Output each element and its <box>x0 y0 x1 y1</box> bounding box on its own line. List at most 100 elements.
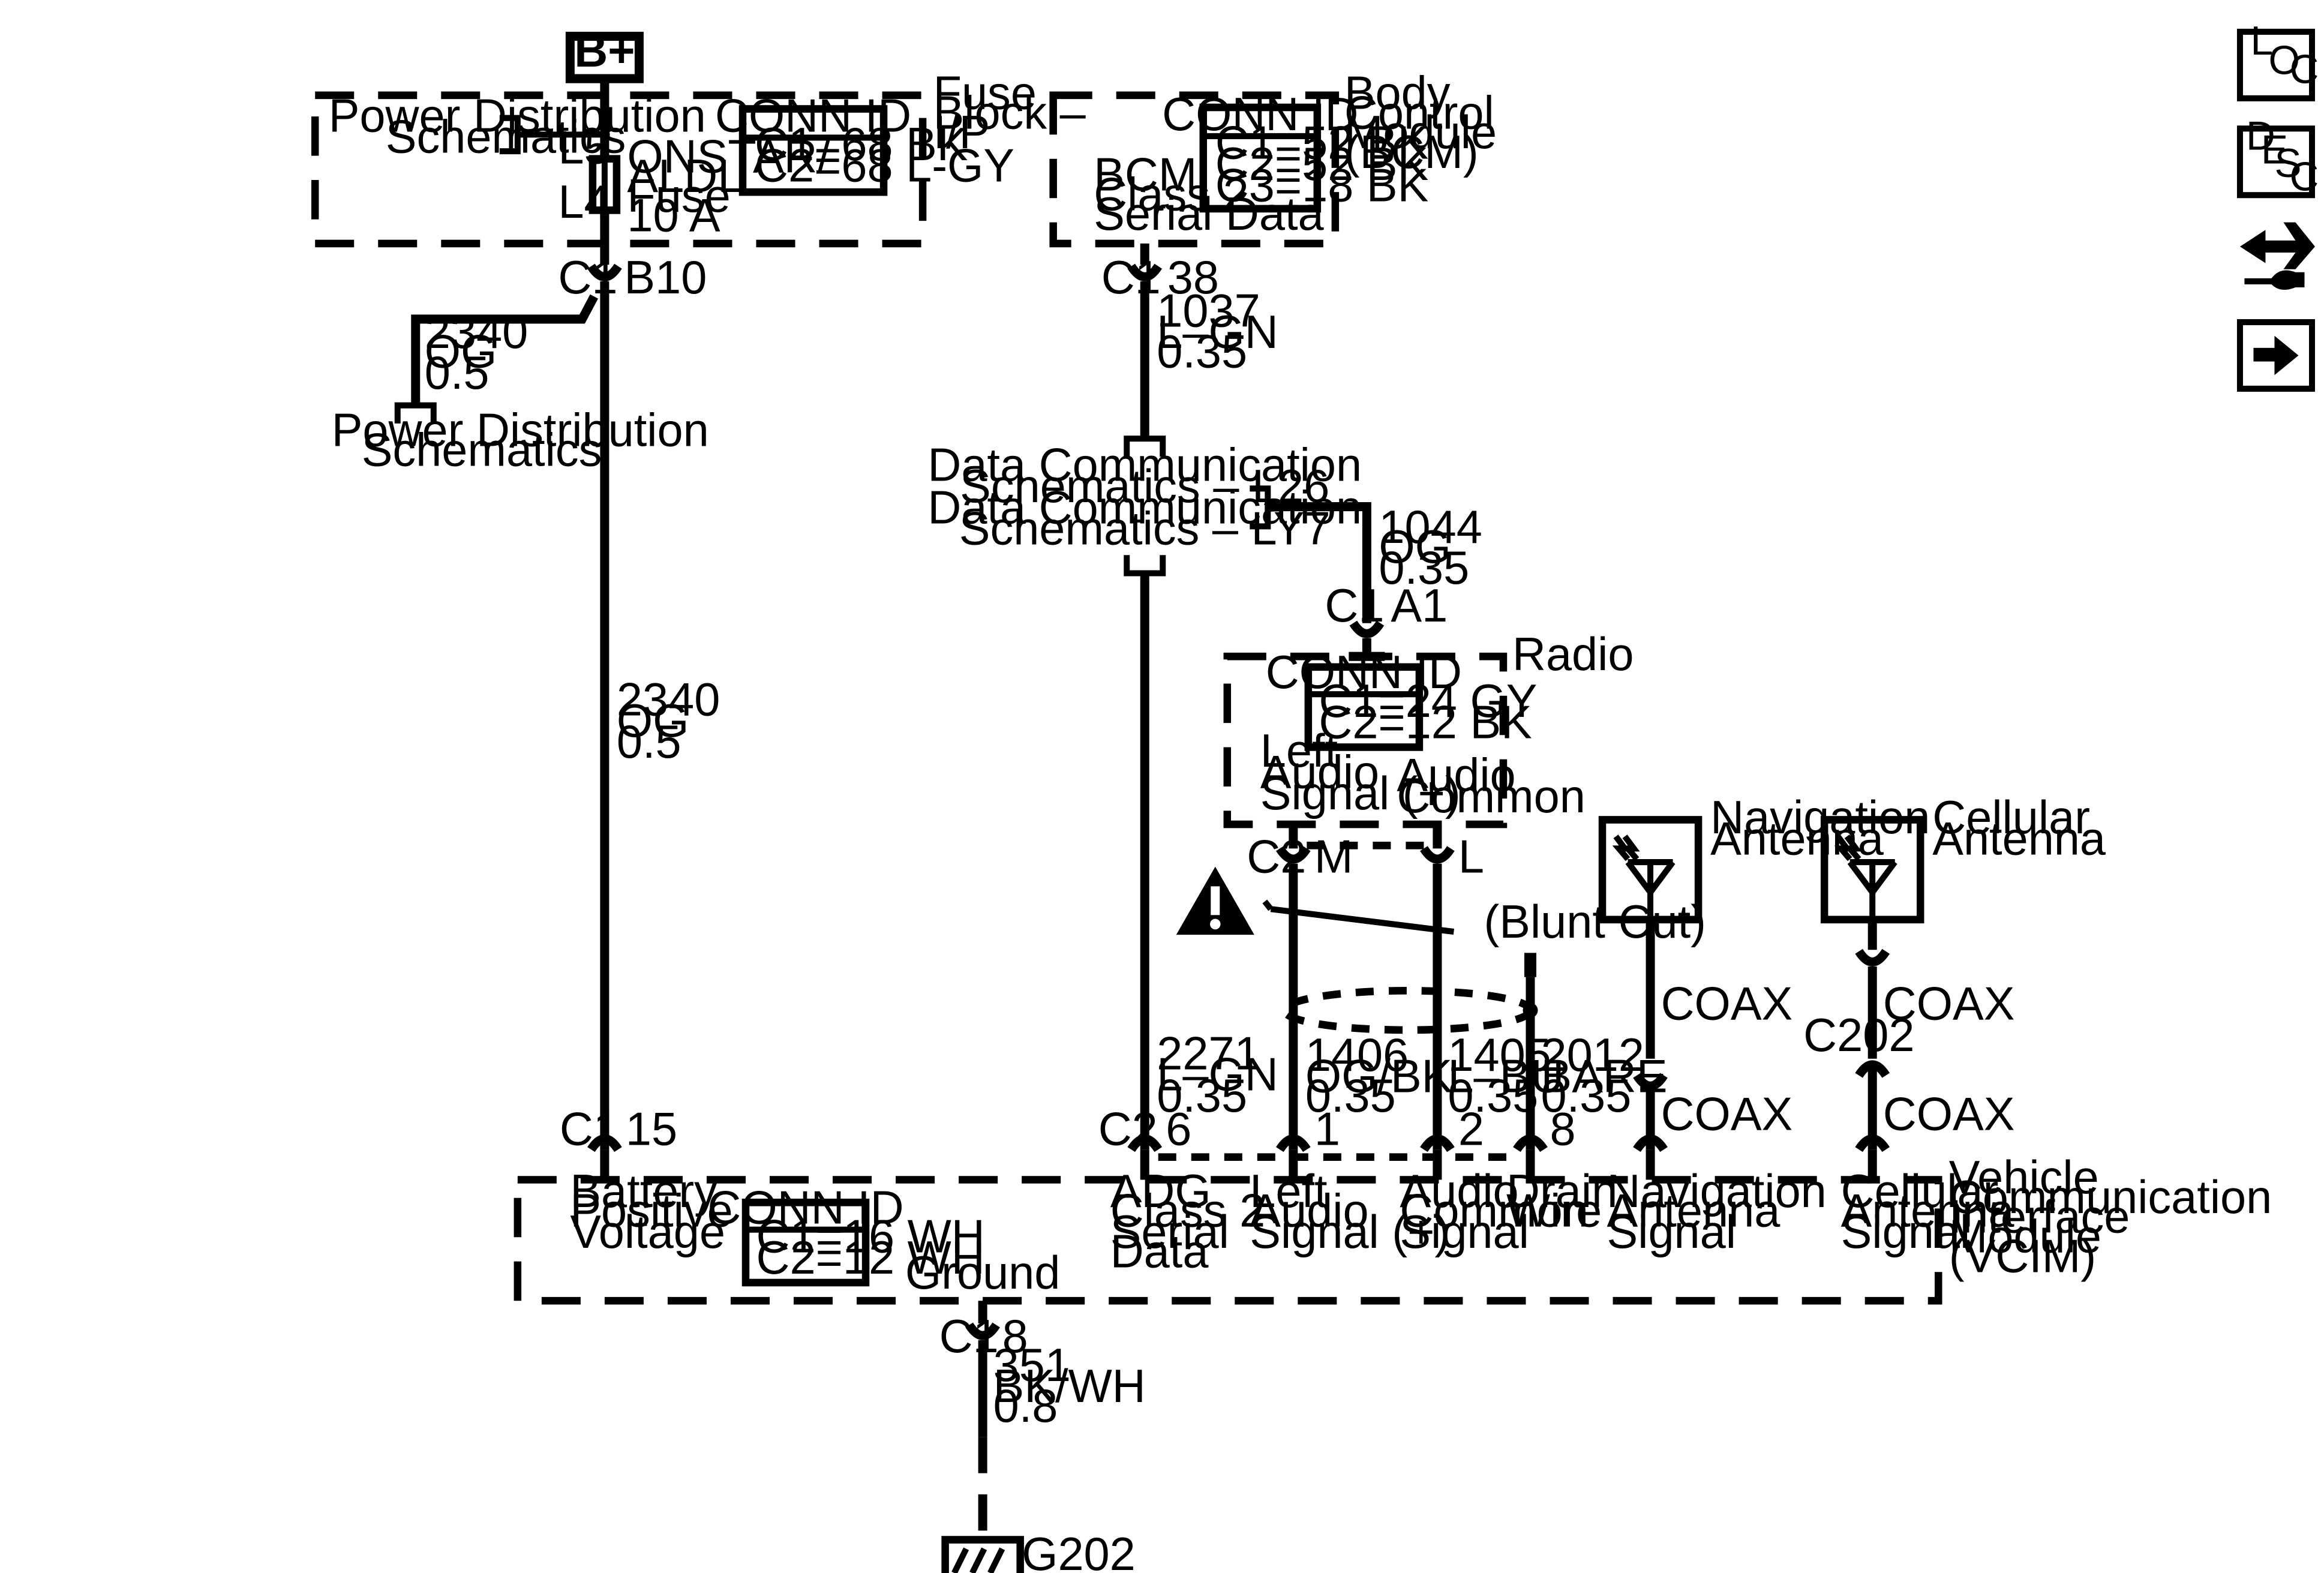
fuse-conn-c2: C2=68 L-GY <box>755 140 1014 191</box>
vcim-audio-common-1: Audio <box>1400 1166 1518 1217</box>
next-page-button[interactable] <box>2236 319 2315 392</box>
wire-2012-3: 0.35 <box>1541 1070 1631 1122</box>
vcim-wire-2: L–GN <box>1157 1049 1278 1100</box>
fuse-label-4: 10 A <box>627 190 720 241</box>
vcim-pin-8: 8 <box>1550 1103 1576 1155</box>
bcm-signal-1: BCM <box>1094 149 1197 200</box>
radio-conn-c1: C1=24 GY <box>1319 676 1537 727</box>
ground-name: G202 <box>1022 1529 1136 1573</box>
ground-symbol-icon <box>941 1536 1024 1573</box>
vcim-left-audio-3: Signal (+) <box>1250 1206 1450 1258</box>
vcim-adg-4: Data <box>1110 1226 1209 1277</box>
radio-common-1: Audio <box>1397 749 1515 801</box>
bcm-conn-c1: C1=52 BK <box>1215 117 1429 169</box>
bcm-conn-c2: C2=52 BK <box>1215 139 1429 190</box>
cell-top-connector <box>1855 948 1890 966</box>
cell-conn-c202: C202 <box>1803 1010 1914 1061</box>
radio-left-signal-3: Signal (+) <box>1260 768 1461 819</box>
fuse-pin-l5: L5 <box>558 122 609 173</box>
branch-ref-1: Power Distribution <box>332 404 709 456</box>
vcim-title-5: (VCIM) <box>1949 1230 2096 1282</box>
main-wire-3: 0.5 <box>617 716 681 768</box>
vcim-left-audio-1: Left <box>1250 1166 1328 1217</box>
bcm-title-2: Control <box>1344 87 1494 139</box>
vcim-drain-2: Wire <box>1506 1185 1602 1236</box>
ground-pin: 8 <box>1002 1311 1028 1362</box>
fuse-block: Fuse Block – I/P CONN ID C1=68 BK C2=68 … <box>311 67 1086 265</box>
vcim-pin-1: 1 <box>1314 1103 1340 1155</box>
vcim-nav-2: Antenna <box>1607 1185 1781 1236</box>
wire-1406-3: 0.35 <box>1305 1070 1396 1122</box>
wire-2012-1: 2012 <box>1541 1029 1644 1081</box>
loc-letter-c: C <box>2289 47 2319 92</box>
bcm-signal-2: Class 2 <box>1094 169 1248 220</box>
bcm-wire-1: 1037 <box>1157 285 1260 337</box>
connector-c1-b10 <box>587 263 622 281</box>
description-button[interactable]: D E S C <box>2236 113 2319 200</box>
vcim-cell-2: Antenna <box>1841 1185 2015 1236</box>
branch-wire-3: 0.5 <box>425 347 490 399</box>
vcim-cell-1: Cellular <box>1841 1166 1999 1217</box>
vcim-pin-15: 15 <box>626 1103 677 1155</box>
loc-letter-l: L <box>2250 19 2273 64</box>
bcm-signal-3: Serial Data <box>1094 188 1324 240</box>
fuse-block-conn-id: CONN ID C1=68 BK C2=68 L-GY <box>715 90 1014 196</box>
wire-1405-1: 1405 <box>1448 1029 1551 1081</box>
fuse-block-title-1: Fuse <box>933 67 1037 119</box>
connector-c1-38 <box>1127 263 1163 281</box>
branch-wire-1: 2340 <box>425 307 528 358</box>
vcim-battery-3: Voltage <box>570 1206 725 1258</box>
bcm-wire-pin: 38 <box>1167 252 1219 304</box>
vcim-adg-3: Serial <box>1110 1206 1229 1258</box>
nav-inline-connector <box>1633 1073 1668 1091</box>
fuse-label-1: ONSTAR/ <box>627 131 830 182</box>
desc-letter-e: E <box>2261 127 2288 172</box>
vcim-nav-3: Signal <box>1607 1206 1736 1258</box>
vcim-c2-label: C2 <box>1098 1103 1158 1155</box>
wire-1406-2: OG/BK <box>1305 1050 1453 1102</box>
fuse-conn-title: CONN ID <box>715 90 911 142</box>
cell-coax-top: COAX <box>1883 978 2015 1029</box>
ground-circuit: C1 8 351 BK/WH 0.8 G202 <box>939 1301 1146 1573</box>
vcim-pin-6: 6 <box>1166 1103 1191 1155</box>
arrow-right-icon <box>2253 335 2299 376</box>
location-button[interactable]: L O C <box>2236 19 2319 101</box>
cellular-antenna: Cellular Antenna COAX C202 COAX <box>1803 792 2106 1150</box>
main-wire-2: OG <box>617 695 689 747</box>
radio-module: Radio CONN ID C1=24 GY C2=12 BK Left Aud… <box>1223 629 1634 883</box>
cell-coax-bottom: COAX <box>1883 1088 2015 1140</box>
branch-wire-2: OG <box>425 326 497 377</box>
vcim-title-2: Communication <box>1949 1172 2272 1223</box>
caution-icon <box>1176 866 1254 935</box>
vcim-cell-3: Signal <box>1841 1206 1970 1258</box>
connector-end-view-icon[interactable] <box>2239 222 2315 290</box>
supply-label: B+ <box>574 25 635 77</box>
bcm-wire-2: L–GN <box>1157 307 1278 358</box>
wire-1405-3: 0.35 <box>1448 1070 1538 1122</box>
radio-left-signal-1: Left <box>1260 725 1338 777</box>
antenna-icon <box>1834 834 1897 920</box>
vcim-adg-2: Class 2 <box>1110 1185 1265 1236</box>
cell-title-2: Antenna <box>1932 813 2106 864</box>
shielded-audio-wires: (Blunt Cut) 1406 OG/BK 0.35 1405 L–BU 0.… <box>1176 863 1706 1150</box>
radio-conn: C1 <box>1325 580 1384 632</box>
loc-letter-o: O <box>2268 38 2300 83</box>
radio-common-2: Common <box>1397 771 1585 822</box>
radio-left-signal-2: Audio <box>1260 746 1379 798</box>
desc-letter-d: D <box>2246 113 2275 158</box>
vcim-ground-label: Ground <box>905 1247 1061 1299</box>
vcim-adg-1: ADG <box>1110 1166 1211 1217</box>
vcim-pin-2: 2 <box>1458 1103 1484 1155</box>
radio-pin-l: L <box>1458 831 1484 882</box>
vcim-title-4: Module <box>1949 1211 2101 1262</box>
vcim-battery-2: Positive <box>570 1185 732 1236</box>
bcm-conn-id: CONN ID C1=52 BK C2=52 BK C3=18 BK <box>1162 89 1429 213</box>
vcim-conn-title: CONN ID <box>707 1182 903 1233</box>
body-control-module: Body Control Module (BCM) CONN ID C1=52 … <box>1049 67 1497 439</box>
ground-conn: C1 <box>939 1311 999 1362</box>
radio-conn-c2: C2=12 BK <box>1319 697 1532 748</box>
branch-pin: B10 <box>624 252 707 304</box>
radio-wire-1: 1044 <box>1379 502 1482 553</box>
vcim-conn-c1: C1=16 WH <box>756 1211 984 1262</box>
antenna-icon <box>1612 834 1676 920</box>
